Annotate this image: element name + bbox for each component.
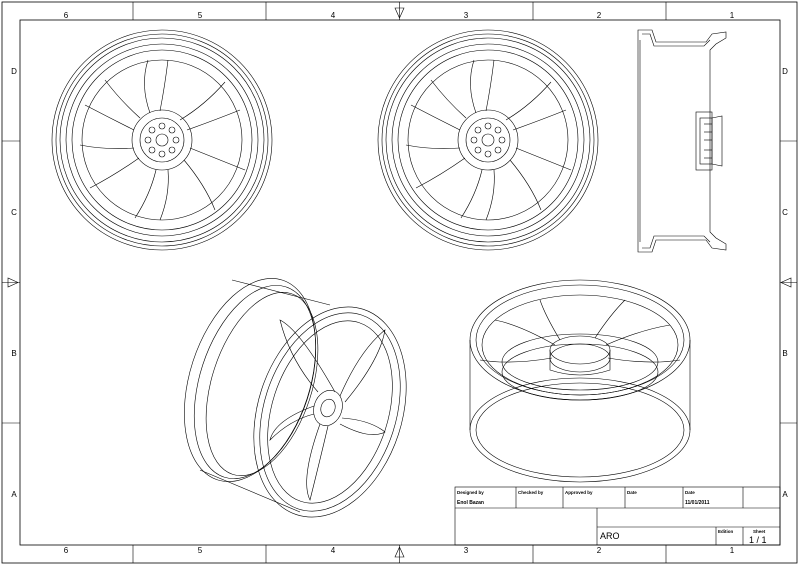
lug-holes [144,122,180,158]
zone-row-right-a: A [782,490,788,499]
zone-row-left-b: B [11,349,16,358]
sheet-value: 1 / 1 [749,535,767,545]
zone-col-bottom-3: 3 [464,546,469,555]
zone-col-top-6: 6 [64,11,69,20]
zone-row-left-d: D [11,67,17,76]
approved-by-label: Approved by [565,490,593,495]
date-label-1: Date [627,490,637,495]
zone-col-top-4: 4 [331,11,336,20]
zone-col-top-2: 2 [597,11,602,20]
spokes [405,59,572,221]
edition-label: Edition [718,529,733,534]
zone-row-right-b: B [782,349,787,358]
zone-col-top-1: 1 [730,11,735,20]
front-view-right [377,29,599,251]
zone-col-top-5: 5 [198,11,203,20]
zone-row-right-c: C [782,208,788,217]
zone-col-bottom-6: 6 [64,546,69,555]
zone-labels: 6 5 4 3 2 1 6 5 4 3 2 1 D C B A D C B A [11,11,788,555]
spokes [79,59,246,221]
title-block-text: Designed by Enol Bazan Checked by Approv… [457,490,767,545]
zone-col-bottom-5: 5 [198,546,203,555]
sheet-label: Sheet [753,529,766,534]
isometric-view-left [184,278,407,518]
zone-col-bottom-2: 2 [597,546,602,555]
zone-col-bottom-1: 1 [730,546,735,555]
zone-ticks [2,2,797,563]
date-value: 11/01/2011 [685,500,710,506]
zone-row-left-a: A [11,490,17,499]
drawing-title: ARO [600,531,620,541]
designed-by-label: Designed by [457,490,484,495]
inner-frame [19,19,781,546]
zone-row-right-d: D [782,67,788,76]
spokes [269,319,386,501]
isometric-view-right [469,279,691,483]
title-block [454,486,781,546]
side-section-view [637,29,727,253]
spokes [479,299,681,363]
checked-by-label: Checked by [518,490,544,495]
designed-by-value: Enol Bazan [457,500,484,506]
zone-col-bottom-4: 4 [331,546,336,555]
zone-row-left-c: C [11,208,17,217]
front-view-left [51,29,273,251]
zone-col-top-3: 3 [464,11,469,20]
lug-holes [470,122,506,158]
centering-arrows [2,2,797,563]
date-label-2: Date [685,490,695,495]
